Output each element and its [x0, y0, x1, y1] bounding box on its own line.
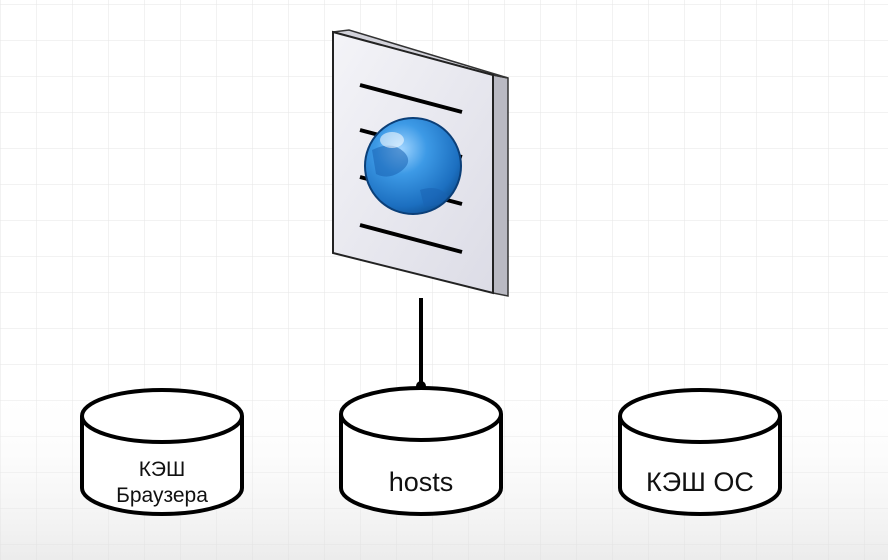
database-hosts-label: hosts	[389, 467, 454, 497]
database-browser-cache-label-line-2: Браузера	[116, 484, 208, 507]
database-browser-cache[interactable]: КЭШ Браузера	[80, 388, 244, 516]
web-page-globe-icon[interactable]	[332, 29, 509, 297]
globe-icon	[364, 117, 462, 215]
database-browser-cache-label-line-1: КЭШ	[139, 458, 186, 481]
database-os-cache-label: КЭШ ОС	[646, 467, 754, 497]
database-os-cache[interactable]: КЭШ ОС	[618, 388, 782, 516]
database-hosts[interactable]: hosts	[339, 386, 503, 516]
